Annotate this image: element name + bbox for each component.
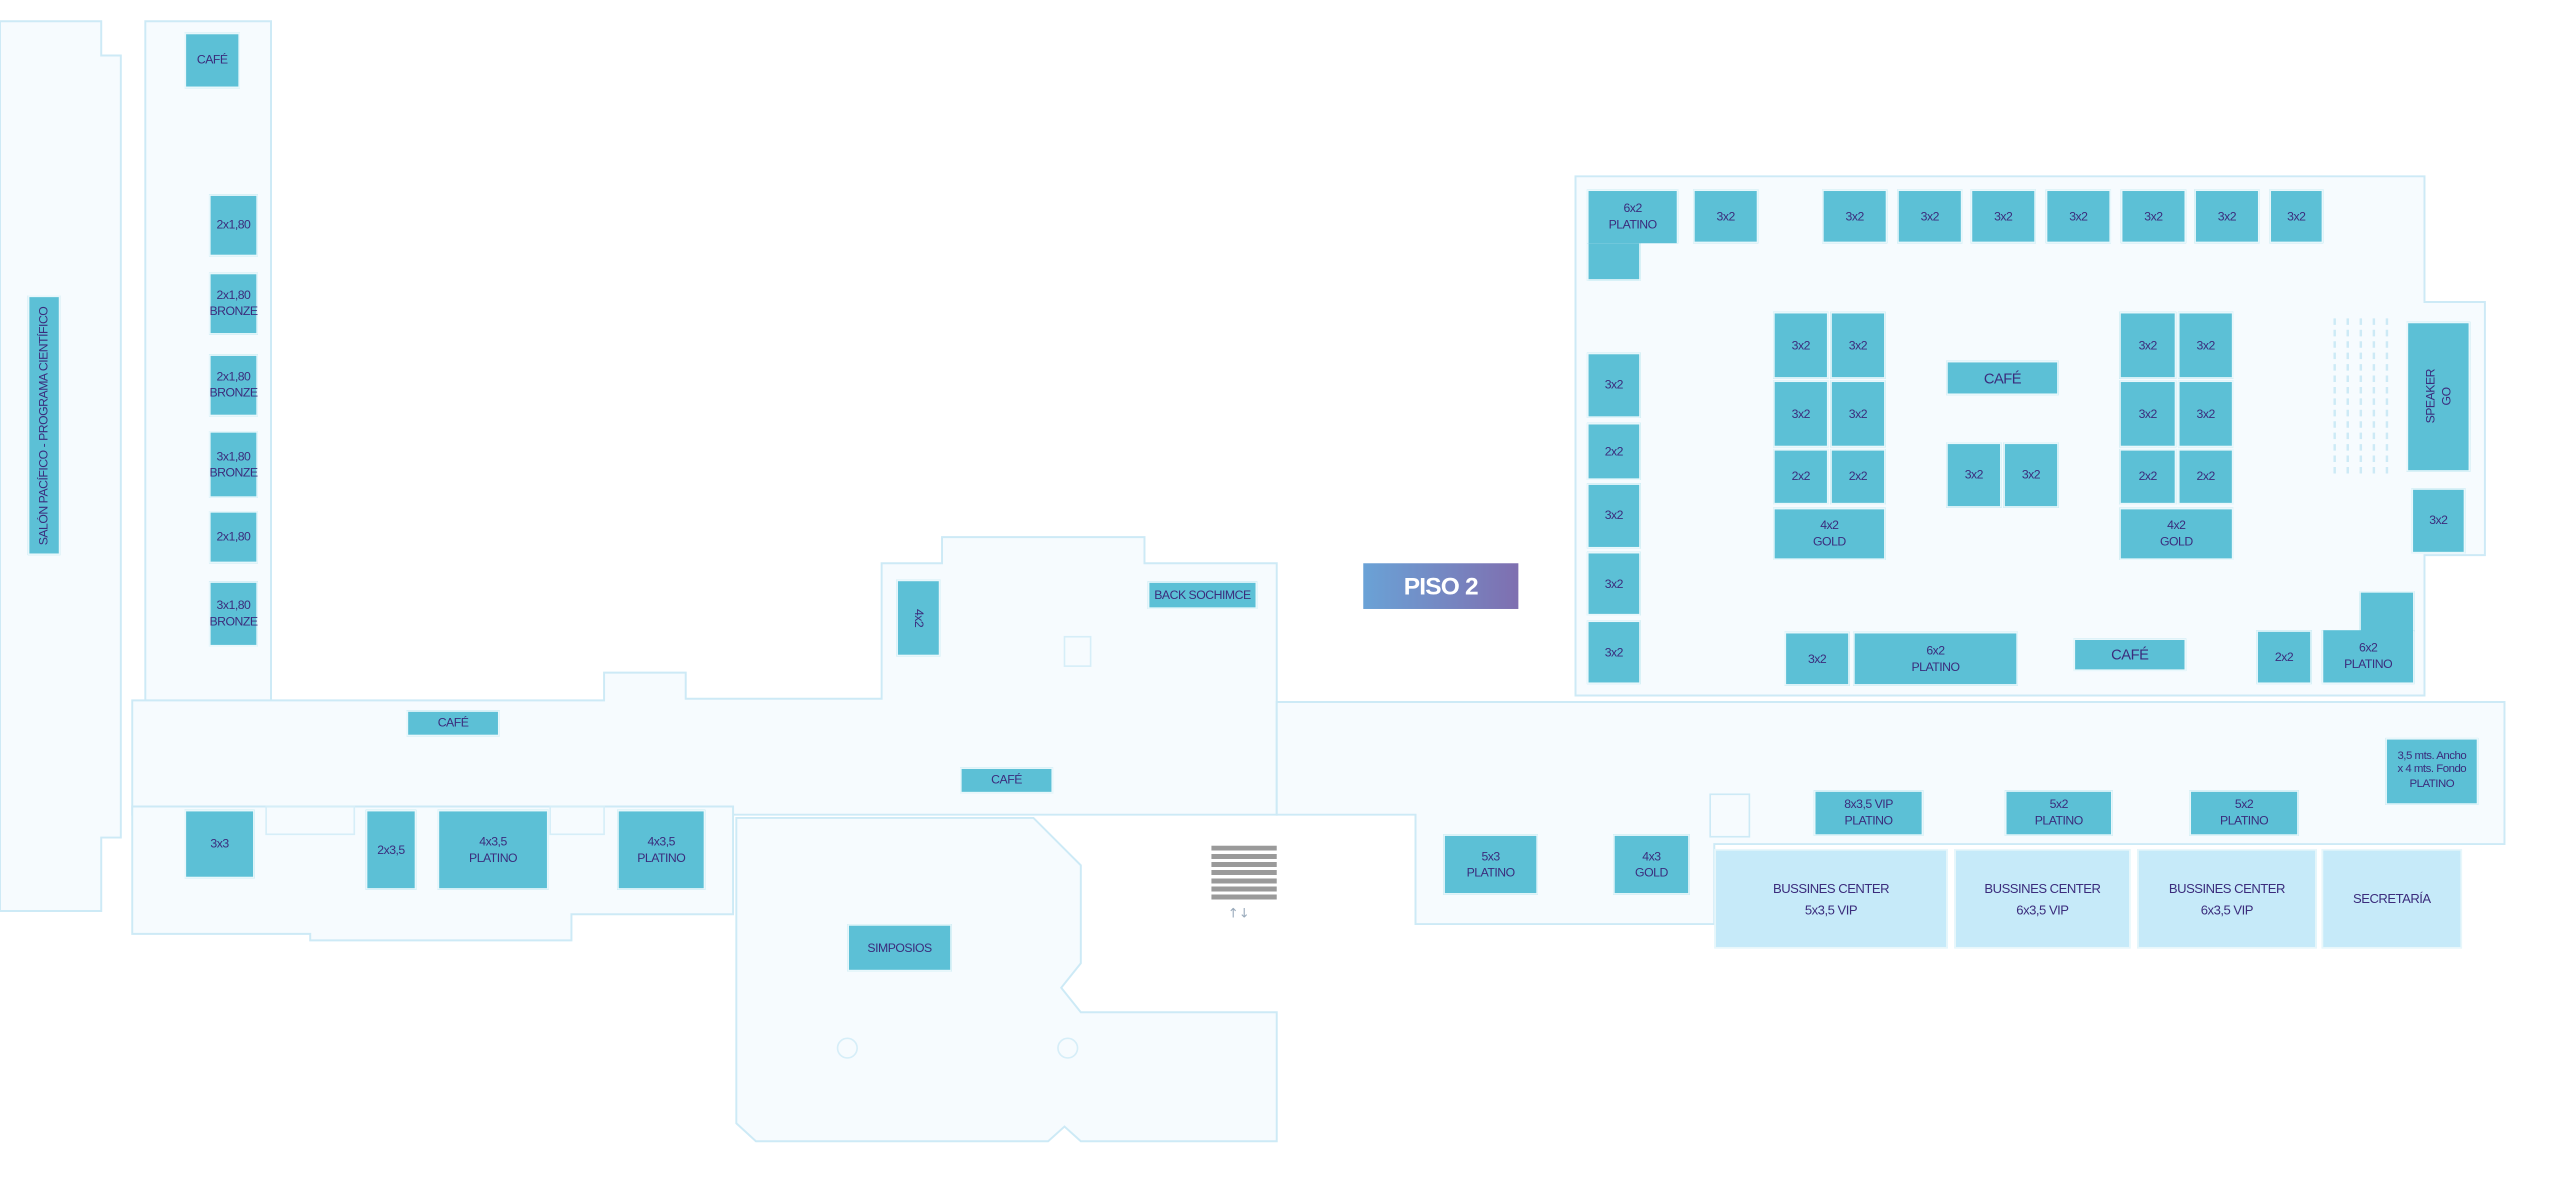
booth[interactable]: 2x2 [2119, 448, 2177, 505]
bottom-strip [131, 805, 735, 942]
cafe-corridor[interactable]: CAFÉ [406, 710, 500, 737]
booth[interactable]: 3x2 [1784, 631, 1850, 686]
booth[interactable]: 2x3,5 [365, 809, 417, 890]
booth-vip[interactable]: 8x3,5 VIP PLATINO [1813, 790, 1924, 836]
cafe-corridor-2[interactable]: CAFÉ [959, 767, 1054, 794]
booth[interactable]: 2x1,80 BRONZE [208, 354, 258, 417]
booth[interactable]: 4x3,5 PLATINO [617, 809, 706, 890]
booth[interactable]: 3x2 [2177, 311, 2234, 379]
cafe-bottom[interactable]: CAFÉ [2073, 638, 2187, 672]
exhibition-hall [1574, 175, 2486, 697]
simposios[interactable]: SIMPOSIOS [847, 924, 952, 972]
cafe-top[interactable]: CAFÉ [184, 32, 240, 89]
booth[interactable]: 3x2 [1773, 311, 1829, 379]
booth[interactable]: 3x2 [1946, 442, 2002, 508]
booth-platino[interactable]: 5x2 PLATINO [2004, 790, 2113, 836]
booth[interactable]: 3x2 [2177, 380, 2234, 448]
booth[interactable]: 2x2 [1586, 422, 1641, 480]
booth[interactable]: 3x1,80 BRONZE [208, 581, 258, 647]
back-sochimce[interactable]: BACK SOCHIMCE [1147, 581, 1258, 609]
booth-gold[interactable]: 4x2 GOLD [2119, 507, 2234, 560]
booth[interactable]: 3x2 [1586, 551, 1641, 616]
business-center[interactable]: BUSSINES CENTER 6x3,5 VIP [2137, 848, 2317, 949]
booth[interactable]: 2x2 [1830, 448, 1886, 505]
booth[interactable]: 3x2 [1830, 380, 1886, 448]
booth-platino[interactable]: 5x2 PLATINO [2189, 790, 2299, 836]
simposios-room [735, 816, 1278, 1143]
corner-booth-top[interactable] [2359, 591, 2415, 632]
secretaria[interactable]: SECRETARÍA [2321, 848, 2463, 949]
salon-room [0, 20, 122, 912]
booth[interactable]: 3x2 [1586, 352, 1641, 418]
booth[interactable]: 3x2 [1897, 189, 1963, 244]
business-center[interactable]: BUSSINES CENTER 5x3,5 VIP [1714, 848, 1948, 949]
booth[interactable]: 3x2 [1970, 189, 2036, 244]
booth[interactable]: 2x2 [2256, 630, 2312, 685]
booth-4x2[interactable]: 4x2 [896, 579, 941, 657]
booth[interactable]: 3x2 [1586, 483, 1641, 549]
booth[interactable]: 3x2 [1773, 380, 1829, 448]
corner-booth-bottom-right[interactable]: 6x2 PLATINO [2321, 630, 2415, 685]
booth[interactable]: 3x2 [2045, 189, 2112, 244]
stairs-icon [1211, 845, 1277, 902]
salon-pacifico[interactable]: SALÓN PACÍFICO - PROGRAMA CIENTÍFICO [27, 295, 61, 556]
speaker-go[interactable]: SPEAKER GO [2406, 321, 2471, 472]
booth-platino-large[interactable]: 3,5 mts. Ancho x 4 mts. Fondo PLATINO [2385, 737, 2479, 805]
booth-gold[interactable]: 4x3 GOLD [1613, 834, 1690, 895]
main-corridor [131, 536, 1278, 816]
booth[interactable]: 3x2 [1586, 620, 1641, 685]
booth[interactable]: 3x2 [2119, 311, 2177, 379]
booth[interactable]: 2x1,80 [208, 511, 258, 564]
booth[interactable]: 3x2 [2411, 488, 2466, 554]
floor-label: PISO 2 [1363, 563, 1519, 609]
corner-booth-stem[interactable] [1586, 243, 1641, 281]
booth[interactable]: 3x2 [1830, 311, 1886, 379]
booth[interactable]: 3x2 [1693, 189, 1759, 244]
small-room [1709, 793, 1751, 838]
booth[interactable]: 3x2 [2269, 189, 2324, 244]
booth[interactable]: 3x3 [184, 809, 255, 879]
corner-booth-top-left[interactable]: 6x2 PLATINO [1586, 189, 1679, 244]
booth-platino[interactable]: 6x2 PLATINO [1853, 631, 2018, 686]
booth[interactable]: 2x2 [2177, 448, 2234, 505]
booth[interactable]: 3x2 [2120, 189, 2187, 244]
booth[interactable]: 3x2 [2003, 442, 2059, 508]
stairs-arrows: ↑↓ [1227, 906, 1250, 921]
booth[interactable]: 3x2 [2119, 380, 2177, 448]
booth-gold[interactable]: 4x2 GOLD [1773, 507, 1886, 560]
booth[interactable]: 2x1,80 BRONZE [208, 272, 258, 335]
booth[interactable]: 4x3,5 PLATINO [437, 809, 549, 890]
booth-platino[interactable]: 5x3 PLATINO [1443, 834, 1538, 895]
booth[interactable]: 3x2 [1822, 189, 1888, 244]
booth[interactable]: 2x1,80 [208, 194, 258, 257]
booth[interactable]: 2x2 [1773, 448, 1829, 505]
booth[interactable]: 3x1,80 BRONZE [208, 431, 258, 498]
cafe-center[interactable]: CAFÉ [1946, 360, 2059, 396]
speaker-go-label: SPEAKER GO [2422, 369, 2454, 424]
booth[interactable]: 3x2 [2194, 189, 2260, 244]
business-center[interactable]: BUSSINES CENTER 6x3,5 VIP [1954, 848, 2131, 949]
